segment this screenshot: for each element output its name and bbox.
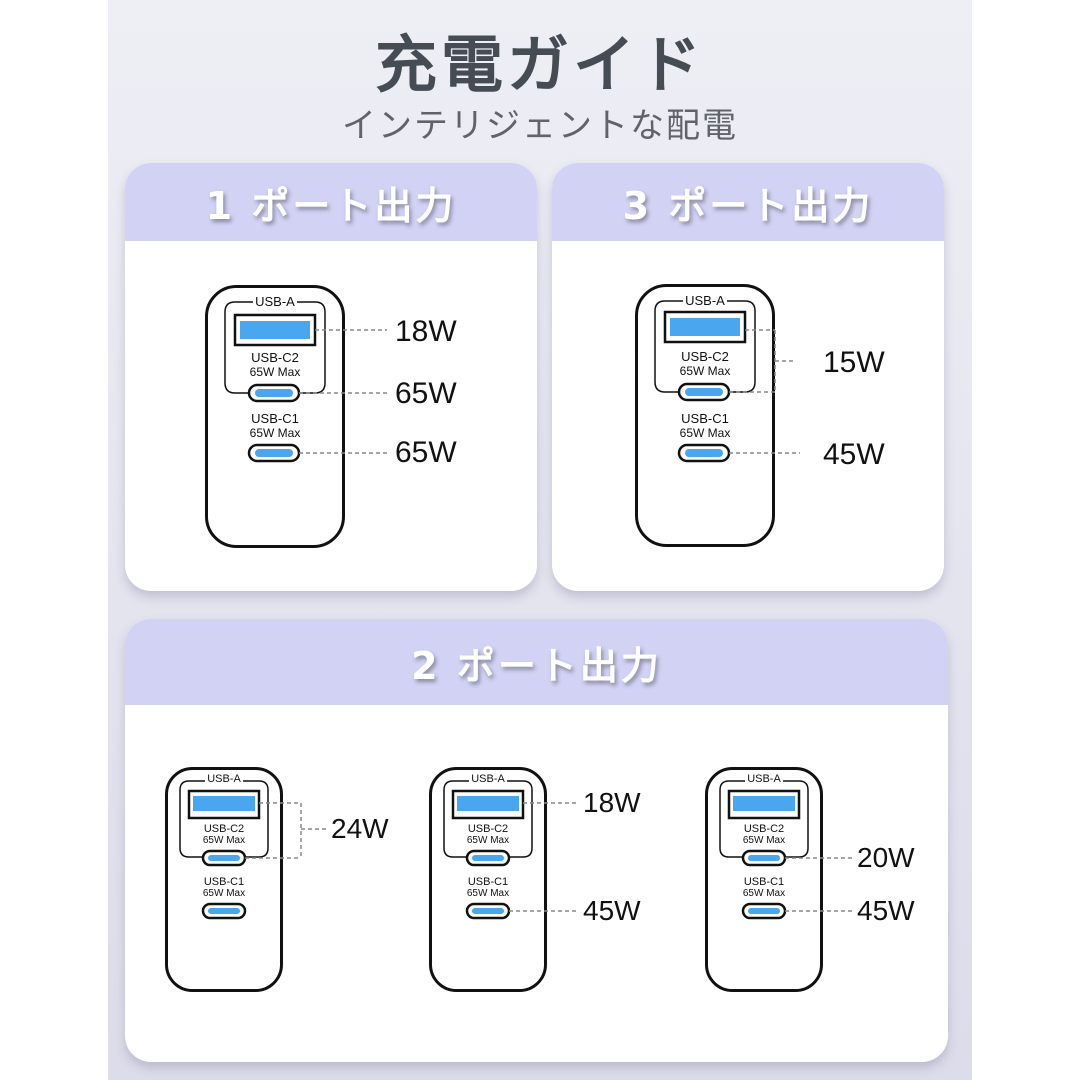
panel-title: 1 ポート出力 xyxy=(205,183,457,228)
page-subtitle: インテリジェントな配電 xyxy=(342,106,738,146)
usb-a-output: 18W xyxy=(395,315,457,348)
usb-c2-max-label: 65W Max xyxy=(466,835,510,846)
panel-three-port: 3 ポート出力 USB-A USB-C2 65W Max USB-C1 65W … xyxy=(552,163,944,591)
usb-a-label: USB-A xyxy=(471,773,505,785)
usb-c1-output: 45W xyxy=(583,895,641,926)
charger-outline xyxy=(205,285,387,548)
page-title: 充電ガイド xyxy=(374,28,705,101)
usb-a-c2-output: 15W xyxy=(823,346,885,379)
usb-c1-max-label: 65W Max xyxy=(679,426,731,440)
usb-c1-output: 45W xyxy=(857,895,915,926)
charger-outline xyxy=(705,767,853,992)
usb-c2-label: USB-C2 xyxy=(467,823,509,835)
charger-diagram-a-c2: USB-A USB-C2 65W Max USB-C1 65W Max 24W xyxy=(165,767,405,997)
usb-c2-max-label: 65W Max xyxy=(679,364,731,378)
usb-c2-label: USB-C2 xyxy=(203,823,245,835)
usb-c1-max-label: 65W Max xyxy=(249,426,301,440)
usb-a-label: USB-A xyxy=(207,773,241,785)
charger-outline xyxy=(635,284,800,547)
usb-c1-max-label: 65W Max xyxy=(742,888,786,899)
charger-diagram-c2-c1: USB-A USB-C2 65W Max USB-C1 65W Max 20W … xyxy=(705,767,945,997)
charger-diagram: USB-A USB-C2 65W Max USB-C1 65W Max 15W … xyxy=(635,284,935,554)
usb-a-label: USB-A xyxy=(255,294,295,309)
usb-c1-label: USB-C1 xyxy=(743,876,785,888)
panel-one-port: 1 ポート出力 USB-A USB-C2 65W Max USB-C1 65W … xyxy=(125,163,537,591)
charger-outline xyxy=(429,767,579,992)
panel-two-port: 2 ポート出力 USB-A USB-C2 65W Max USB-C1 65W … xyxy=(125,619,948,1062)
usb-a-output: 18W xyxy=(583,787,641,818)
panel-header: 2 ポート出力 xyxy=(125,619,948,705)
charger-diagram-a-c1: USB-A USB-C2 65W Max USB-C1 65W Max 18W … xyxy=(429,767,669,997)
panel-header: 3 ポート出力 xyxy=(552,163,944,241)
usb-c1-max-label: 65W Max xyxy=(466,888,510,899)
usb-c1-label: USB-C1 xyxy=(203,876,245,888)
usb-c2-max-label: 65W Max xyxy=(202,835,246,846)
usb-c1-label: USB-C1 xyxy=(467,876,509,888)
charger-outline xyxy=(165,767,327,992)
usb-c1-output: 65W xyxy=(395,436,457,469)
usb-a-label: USB-A xyxy=(747,773,781,785)
usb-c2-label: USB-C2 xyxy=(743,823,785,835)
usb-c1-label: USB-C1 xyxy=(681,411,729,426)
usb-c2-output: 65W xyxy=(395,377,457,410)
panel-title: 2 ポート出力 xyxy=(411,643,662,688)
usb-c2-output: 20W xyxy=(857,842,915,873)
usb-c1-label: USB-C1 xyxy=(251,411,299,426)
usb-c1-output: 45W xyxy=(823,438,885,471)
panel-header: 1 ポート出力 xyxy=(125,163,537,241)
usb-a-label: USB-A xyxy=(685,293,725,308)
usb-c1-max-label: 65W Max xyxy=(202,888,246,899)
charger-diagram: USB-A USB-C2 65W Max USB-C1 65W Max 18W … xyxy=(205,285,505,555)
usb-c2-max-label: 65W Max xyxy=(742,835,786,846)
usb-c2-max-label: 65W Max xyxy=(249,365,301,379)
usb-c2-label: USB-C2 xyxy=(681,349,729,364)
panel-title: 3 ポート出力 xyxy=(622,183,874,228)
usb-c2-label: USB-C2 xyxy=(251,350,299,365)
usb-a-c2-output: 24W xyxy=(331,813,389,844)
